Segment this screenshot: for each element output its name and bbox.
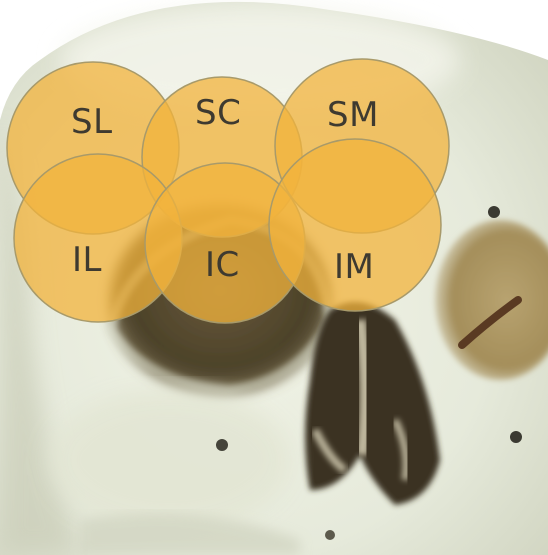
infraorbital-foramen — [510, 431, 522, 443]
left-cheek — [50, 390, 290, 530]
zone-label-sm: SM — [327, 95, 379, 135]
supraorbital-foramen — [488, 206, 500, 218]
left-infraorbital-foramen — [216, 439, 228, 451]
zone-label-sc: SC — [195, 93, 241, 133]
zone-label-im: IM — [334, 247, 374, 287]
zone-label-ic: IC — [205, 245, 240, 285]
zone-label-il: IL — [72, 240, 102, 280]
small-foramen — [325, 530, 335, 540]
zone-label-sl: SL — [71, 102, 113, 142]
nasal-septum — [360, 320, 366, 455]
